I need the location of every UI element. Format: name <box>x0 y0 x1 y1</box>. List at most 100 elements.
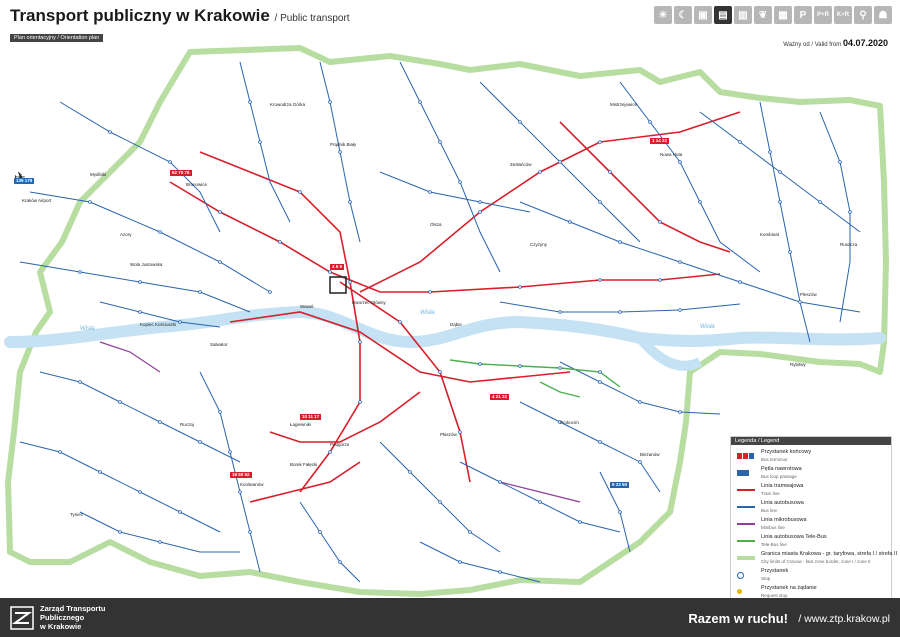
stop-marker[interactable] <box>228 450 232 454</box>
stop-marker[interactable] <box>618 240 622 244</box>
stop-marker[interactable] <box>168 160 172 164</box>
stop-marker[interactable] <box>438 140 442 144</box>
terminal-badge[interactable]: 4 5 9 <box>330 264 345 270</box>
stop-marker[interactable] <box>738 140 742 144</box>
map-canvas[interactable]: ✈ <box>0 42 900 598</box>
stop-marker[interactable] <box>138 310 142 314</box>
stop-marker[interactable] <box>218 210 222 214</box>
stop-marker[interactable] <box>598 200 602 204</box>
stop-marker[interactable] <box>778 200 782 204</box>
terminal-badge[interactable]: 10 11 17 <box>300 414 322 420</box>
bus-line[interactable] <box>99 301 221 328</box>
bus-line[interactable] <box>239 61 291 223</box>
park-ride-icon[interactable]: P+R <box>814 6 832 24</box>
stop-marker[interactable] <box>78 270 82 274</box>
stop-marker[interactable] <box>318 530 322 534</box>
sun-icon[interactable]: ☀ <box>654 6 672 24</box>
stop-marker[interactable] <box>698 200 702 204</box>
stop-marker[interactable] <box>348 280 352 284</box>
stop-marker[interactable] <box>538 500 542 504</box>
stop-marker[interactable] <box>658 278 662 282</box>
stop-marker[interactable] <box>678 410 682 414</box>
stop-marker[interactable] <box>218 260 222 264</box>
tram-line[interactable] <box>169 181 721 293</box>
stop-marker[interactable] <box>558 160 562 164</box>
stop-marker[interactable] <box>768 150 772 154</box>
stop-marker[interactable] <box>438 370 442 374</box>
tram-icon[interactable]: ▣ <box>694 6 712 24</box>
stop-marker[interactable] <box>458 430 462 434</box>
tram-line[interactable] <box>249 461 361 503</box>
bus-small-icon[interactable]: ▦ <box>774 6 792 24</box>
stop-marker[interactable] <box>598 278 602 282</box>
moon-icon[interactable]: ☾ <box>674 6 692 24</box>
stop-marker[interactable] <box>658 220 662 224</box>
stop-marker[interactable] <box>788 250 792 254</box>
telebus-line[interactable] <box>539 381 581 398</box>
bus-line[interactable] <box>619 81 761 273</box>
stop-marker[interactable] <box>58 450 62 454</box>
stop-marker[interactable] <box>458 560 462 564</box>
bus-line[interactable] <box>759 101 811 343</box>
minibus-line[interactable] <box>499 481 581 503</box>
stop-marker[interactable] <box>478 210 482 214</box>
stop-marker[interactable] <box>618 510 622 514</box>
stop-marker[interactable] <box>358 340 362 344</box>
stop-marker[interactable] <box>558 310 562 314</box>
stop-marker[interactable] <box>518 364 522 368</box>
stop-marker[interactable] <box>358 400 362 404</box>
stop-marker[interactable] <box>438 500 442 504</box>
stop-marker[interactable] <box>648 120 652 124</box>
stop-marker[interactable] <box>248 100 252 104</box>
bus-line[interactable] <box>39 371 241 463</box>
stop-marker[interactable] <box>778 170 782 174</box>
tram-line[interactable] <box>269 391 421 443</box>
stop-marker[interactable] <box>198 440 202 444</box>
stop-marker[interactable] <box>178 320 182 324</box>
stop-marker[interactable] <box>538 170 542 174</box>
stop-marker[interactable] <box>458 180 462 184</box>
stop-marker[interactable] <box>838 160 842 164</box>
stop-marker[interactable] <box>618 310 622 314</box>
bus-line[interactable] <box>519 401 661 493</box>
stop-marker[interactable] <box>278 240 282 244</box>
bus-icon[interactable]: ▤ <box>714 6 732 24</box>
stop-marker[interactable] <box>328 450 332 454</box>
stop-marker[interactable] <box>818 200 822 204</box>
stop-marker[interactable] <box>328 100 332 104</box>
stop-marker[interactable] <box>848 210 852 214</box>
stop-marker[interactable] <box>348 200 352 204</box>
bus-line[interactable] <box>19 261 251 313</box>
stop-marker[interactable] <box>638 400 642 404</box>
stop-marker[interactable] <box>518 285 522 289</box>
stop-marker[interactable] <box>238 490 242 494</box>
stop-marker[interactable] <box>478 362 482 366</box>
stop-marker[interactable] <box>408 470 412 474</box>
stop-marker[interactable] <box>468 530 472 534</box>
stop-marker[interactable] <box>88 200 92 204</box>
stop-marker[interactable] <box>118 530 122 534</box>
stop-marker[interactable] <box>578 520 582 524</box>
stop-marker[interactable] <box>138 280 142 284</box>
terminal-badge[interactable]: 4 21 22 <box>490 394 510 400</box>
stop-marker[interactable] <box>158 230 162 234</box>
tram-line[interactable] <box>229 311 571 383</box>
stop-marker[interactable] <box>398 320 402 324</box>
stop-marker[interactable] <box>498 480 502 484</box>
bus-line[interactable] <box>419 541 541 583</box>
telebus-line[interactable] <box>449 359 621 388</box>
stop-marker[interactable] <box>158 420 162 424</box>
stop-marker[interactable] <box>638 460 642 464</box>
tram-line[interactable] <box>359 111 741 293</box>
stop-marker[interactable] <box>338 150 342 154</box>
stop-marker[interactable] <box>78 380 82 384</box>
stop-marker[interactable] <box>218 410 222 414</box>
stop-marker[interactable] <box>138 490 142 494</box>
stop-marker[interactable] <box>428 190 432 194</box>
stop-marker[interactable] <box>478 200 482 204</box>
stop-marker[interactable] <box>428 290 432 294</box>
stop-marker[interactable] <box>338 560 342 564</box>
bus-line[interactable] <box>299 501 361 583</box>
bus-line[interactable] <box>379 441 501 553</box>
